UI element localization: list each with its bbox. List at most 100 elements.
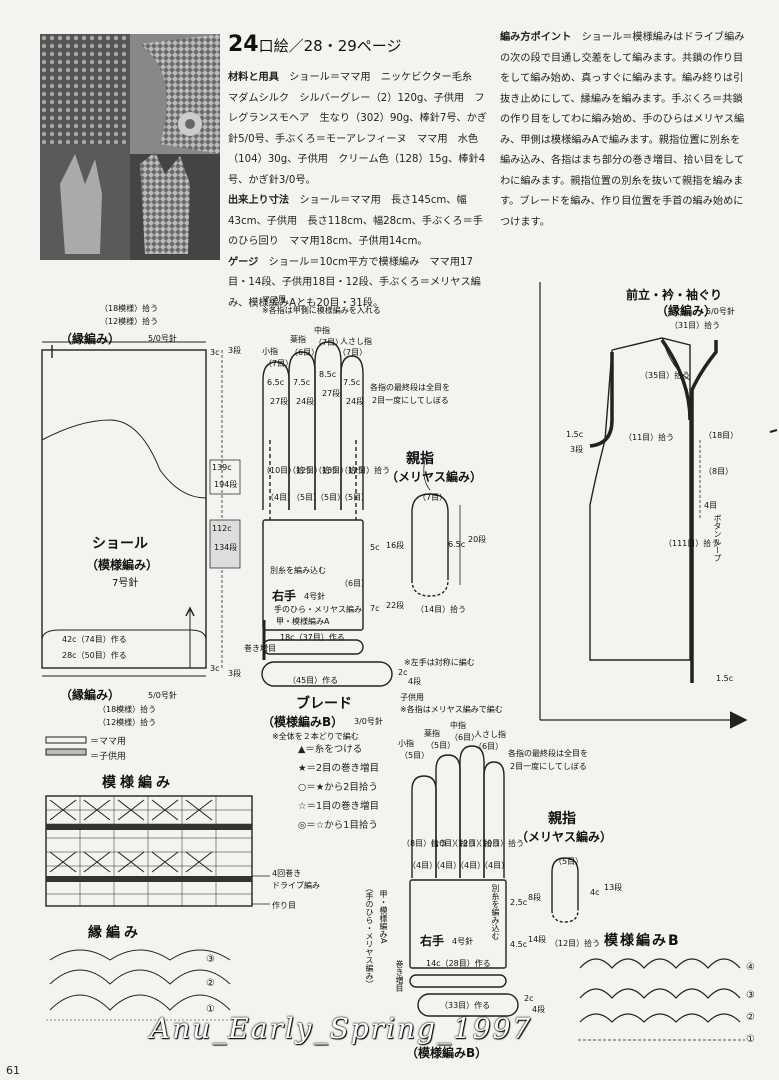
- glove-child-h1-rows: 8段: [528, 893, 542, 902]
- glove-child-top-index: （6目）: [474, 742, 504, 751]
- thumb-child-pick: （12目）拾う: [550, 939, 601, 948]
- glove-child-needle: 4号針: [452, 937, 474, 946]
- shawl-name: ショール: [92, 536, 148, 552]
- shawl-edge-rows-bottom: 3段: [228, 669, 242, 678]
- glove-child-h2-rows: 14段: [528, 935, 547, 944]
- pattern-chart-title: 模様編み: [102, 775, 174, 791]
- pattern-chart-note3: 作り目: [272, 901, 296, 910]
- glove-child-tip-note-1: 各指の最終段は全目を: [508, 749, 588, 758]
- thumb-mama-rows: 20段: [468, 535, 487, 544]
- glove-child-gusset-3: （4目）: [456, 861, 486, 870]
- edging-mark-3: ③: [206, 954, 215, 965]
- pattern-number: 24: [228, 32, 259, 57]
- shawl-needle: 7号針: [112, 578, 139, 589]
- glove-mama-len-little: 6.5c: [267, 378, 285, 387]
- shawl-length-child-rows: 134段: [214, 543, 238, 552]
- pattern-b-mark-2: ②: [746, 1012, 755, 1023]
- glove-mama-h1: 5c: [370, 543, 380, 552]
- pattern-page-ref: 口絵／28・29ページ: [258, 37, 402, 55]
- glove-mama-pick-ring: （12目）拾う: [288, 466, 339, 475]
- glove-mama-rows-middle: 27段: [322, 389, 341, 398]
- braid-note: ※全体を２本どりで編む: [272, 732, 359, 741]
- glove-mama-top-index: （7目）: [338, 348, 368, 357]
- glove-mama-pick-index: （12目）拾う: [340, 466, 391, 475]
- glove-mama-back: 甲・模様編みA: [276, 617, 330, 626]
- cardigan-sub: （縁編み）: [656, 304, 717, 318]
- glove-mama-separate: 別糸を編み込む: [270, 566, 326, 575]
- shawl-length-mama-rows: 194段: [214, 480, 238, 489]
- braid-rows-mama: 4段: [408, 677, 422, 686]
- pattern-b-mark-1: ①: [746, 1034, 755, 1045]
- glove-child-index: 人さし指: [474, 730, 506, 739]
- glove-mama-palm: 手のひら・メリヤス編み: [274, 605, 362, 614]
- legend-mama: ＝ママ用: [90, 737, 127, 747]
- glove-child-h1: 2.5c: [510, 898, 528, 907]
- thumb-child-top: （5目）: [554, 857, 584, 866]
- glove-mama-heading: ママ用: [262, 295, 286, 304]
- pattern-chart-note2: ドライブ編み: [272, 881, 320, 890]
- thumb-mama-len: 6.5c: [448, 540, 466, 549]
- glove-mama-h2: 7c: [370, 604, 380, 613]
- glove-child-back-side: 甲・模様編みA: [379, 890, 388, 944]
- glove-child-separate: 別糸を編み込む: [491, 884, 500, 940]
- cardigan-bottom: 1.5c: [716, 674, 734, 683]
- glove-mama-wrist: 18c（37目）作る: [280, 633, 345, 642]
- thumb-child-title: 親指: [548, 811, 576, 827]
- cardigan-right-count2: （8目）: [704, 467, 734, 476]
- glove-child-pick-ring: （10目）拾う: [426, 839, 477, 848]
- glove-mama-h1-rows: 16段: [386, 541, 405, 550]
- glove-mama-middle: 中指: [314, 326, 330, 335]
- cardigan-pick4: （111目）拾う: [664, 539, 720, 548]
- symbol-pick-2: ○＝★から2目拾う: [298, 782, 378, 793]
- thumb-child-rows: 13段: [604, 883, 623, 892]
- braid-pattern: （模様編みB）: [262, 715, 344, 729]
- shawl-pick-bottom-mama: （18模様）拾う: [98, 705, 157, 714]
- symbol-wrap-1: ☆＝1目の巻き増目: [298, 801, 380, 812]
- size-legend: ＝ママ用 ＝子供用: [46, 734, 126, 762]
- braid-rows-child: 4段: [532, 1005, 546, 1014]
- glove-child-top-little: （5目）: [400, 751, 430, 760]
- shawl-edge-top: （縁編み）: [60, 332, 121, 346]
- shawl-length-child-cm: 112c: [212, 524, 232, 533]
- page-number: 61: [6, 1064, 20, 1077]
- braid-title: ブレード: [296, 696, 352, 712]
- knitwear-photo: [40, 34, 220, 260]
- materials-block: 材料と用具 ショール＝ママ用 ニッケビクター毛糸 マダムシルク シルバーグレー（…: [228, 68, 490, 314]
- glove-child-note: ※各指はメリヤス編みで編む: [400, 705, 503, 714]
- glove-child-top-ring: （5目）: [426, 741, 456, 750]
- shawl-edge-depth-top: 3c: [210, 348, 220, 357]
- size-label: 出来上り寸法: [228, 195, 290, 206]
- legend-child: ＝子供用: [90, 752, 127, 762]
- cardigan-pick1: （31目）拾う: [670, 321, 721, 330]
- shawl-pattern: （模様編み）: [86, 558, 159, 572]
- cardigan-side1: 1.5c: [566, 430, 584, 439]
- glove-mama-six: （6目）: [340, 579, 370, 588]
- points-label: 編み方ポイント: [500, 32, 572, 43]
- glove-child-wrap-side: 巻き増目: [395, 960, 404, 992]
- size-text: ショール＝ママ用 長さ145cm、幅43cm、子供用 長さ118cm、幅28cm…: [228, 195, 483, 247]
- glove-child-heading: 子供用: [400, 693, 424, 702]
- glove-mama-top-middle: （7目）: [314, 338, 344, 347]
- glove-mama-tip-note-2: 2目一度にしてしぼる: [372, 396, 449, 405]
- braid-cast-mama: （45目）作る: [288, 676, 339, 685]
- points-text: ショール＝模様編みはドライブ編みの次の段で目通し交差をして編みます。共鎖の作り目…: [500, 32, 745, 228]
- glove-mama-rows-ring: 24段: [296, 397, 315, 406]
- glove-child-gusset-4: （4目）: [480, 861, 510, 870]
- glove-mama-note: ※各指は甲側に模様編みを入れる: [262, 306, 381, 315]
- glove-mama-little: 小指: [262, 347, 278, 356]
- glove-child-gusset-1: （4目）: [408, 861, 438, 870]
- glove-mama-top-ring: （6目）: [290, 348, 320, 357]
- glove-child-gusset-2: （4目）: [432, 861, 462, 870]
- edging-mark-2: ②: [206, 978, 215, 989]
- thumb-child-len: 4c: [590, 888, 600, 897]
- glove-child-little: 小指: [398, 739, 414, 748]
- shawl-edge-rows-top: 3段: [228, 346, 242, 355]
- shawl-cast-child: 28c（50目）作る: [62, 651, 127, 660]
- symbol-pick-1: ◎＝☆から1目拾う: [298, 820, 378, 831]
- glove-child-tip-note-2: 2目一度にしてしぼる: [510, 762, 587, 771]
- symbol-wrap-2: ★＝2目の巻き増目: [298, 763, 380, 774]
- glove-child-pick-middle: （12目）拾う: [450, 839, 501, 848]
- glove-child-middle: 中指: [450, 721, 466, 730]
- shawl-pick-bottom-child: （12模様）拾う: [98, 718, 157, 727]
- glove-mama-len-middle: 8.5c: [319, 370, 337, 379]
